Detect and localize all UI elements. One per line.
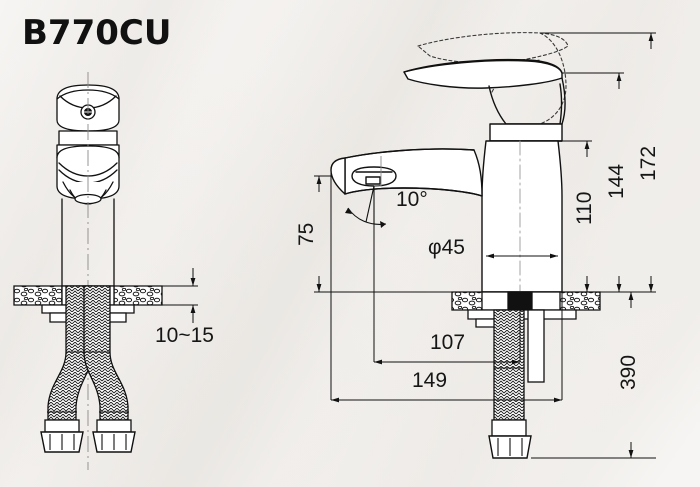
dimension-spout-height (314, 175, 452, 293)
dimension-base-diameter (481, 196, 563, 288)
dimension-spout-reach (373, 224, 521, 365)
dimension-hose-length (531, 291, 656, 459)
front-view-supply-hoses (40, 285, 136, 453)
dimension-body-height (562, 140, 600, 293)
side-view-countertop (451, 291, 601, 328)
page-title: B770CU (22, 13, 172, 53)
dimension-label-spout-height: 75 (295, 222, 318, 246)
dimension-label-handle-height-closed: 144 (605, 163, 628, 199)
front-view-faucet (56, 84, 120, 291)
dimension-thickness-range (134, 268, 198, 323)
dimension-overall-depth (330, 170, 563, 403)
dimension-label-spout-reach: 107 (430, 331, 466, 354)
dimension-spout-angle (345, 156, 387, 228)
dimension-label-base-diameter: φ45 (428, 236, 465, 259)
dimension-label-spout-angle: 10° (396, 188, 428, 211)
side-view-faucet (330, 32, 569, 293)
dimension-label-hose-length: 390 (617, 354, 640, 390)
dimension-label-thickness-range: 10~15 (155, 324, 214, 347)
side-view-supply-hose (488, 309, 545, 459)
dimension-label-body-height: 110 (573, 191, 596, 225)
dimension-label-handle-height-open: 172 (637, 145, 660, 181)
dimension-label-overall-depth: 149 (412, 369, 448, 392)
